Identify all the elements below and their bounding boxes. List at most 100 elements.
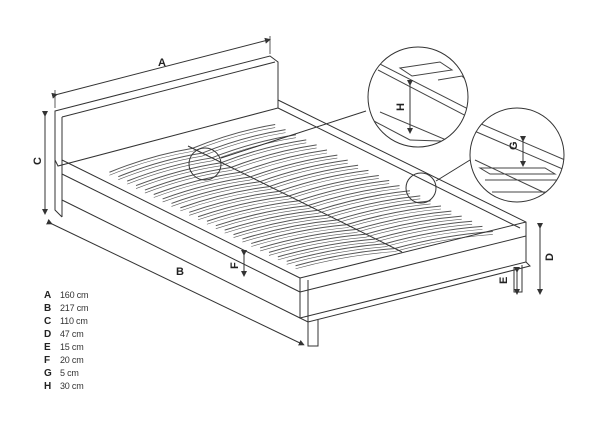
slat-edge <box>288 178 379 200</box>
slat-edge <box>197 198 289 221</box>
slat <box>126 157 212 182</box>
slat <box>326 195 421 216</box>
legend-value: 15 cm <box>60 342 84 352</box>
legend-value: 217 cm <box>60 303 89 313</box>
slat-edge <box>201 132 286 157</box>
slat-edge <box>162 179 251 203</box>
legend-row-h: H 30 cm <box>44 380 164 393</box>
slat <box>118 152 202 178</box>
slat <box>201 129 286 154</box>
slat-edge <box>153 174 241 198</box>
slat-edge <box>189 194 279 216</box>
slat <box>171 181 260 204</box>
legend-key: H <box>44 381 52 392</box>
slat-edge <box>118 155 202 180</box>
footboard <box>299 221 531 323</box>
legend-key: G <box>44 368 52 379</box>
slat <box>295 248 395 267</box>
legend-key: C <box>44 316 52 327</box>
dimension-f: F <box>229 250 247 277</box>
slat-group <box>109 124 493 270</box>
slat-edge <box>233 217 327 238</box>
slat <box>355 210 452 231</box>
dimension-d: D <box>537 223 556 295</box>
slat <box>135 162 222 187</box>
slat-edge <box>277 241 375 261</box>
slat-edge <box>384 229 483 248</box>
dimension-a: A <box>51 36 271 108</box>
slat <box>251 224 347 244</box>
slat <box>240 149 328 173</box>
slat-edge <box>295 251 395 270</box>
dim-label-h: H <box>395 103 407 111</box>
legend-row-e: E 15 cm <box>44 341 164 354</box>
detail-g-zoom: G <box>469 107 565 203</box>
slat <box>277 238 376 258</box>
slat-edge <box>355 213 452 233</box>
slat-edge <box>346 208 442 229</box>
slat <box>153 171 241 195</box>
slat-edge <box>224 213 318 234</box>
slat-edge <box>144 170 231 194</box>
slat <box>162 176 251 200</box>
legend-row-g: G 5 cm <box>44 367 164 380</box>
slat <box>269 164 359 188</box>
slat <box>259 159 348 183</box>
slat <box>249 154 338 178</box>
slat-edge <box>127 160 212 185</box>
slat <box>365 215 462 235</box>
slat-edge <box>365 218 462 238</box>
slat <box>180 186 270 209</box>
dim-label-f: F <box>229 262 241 269</box>
dimension-e: E <box>498 267 520 295</box>
legend-key: B <box>44 303 52 314</box>
detail-h-zoom: H <box>367 46 469 148</box>
legs <box>307 265 523 347</box>
slat <box>278 169 369 192</box>
slat <box>259 229 356 249</box>
slat <box>109 147 193 173</box>
legend-key: D <box>44 329 52 340</box>
slat-edge <box>249 157 338 181</box>
legend-key: A <box>44 290 52 301</box>
slat <box>230 144 317 168</box>
slat <box>307 185 400 207</box>
legend-value: 5 cm <box>60 368 79 378</box>
slat <box>268 233 366 253</box>
slat-edge <box>260 232 356 252</box>
slat <box>374 220 473 240</box>
slat-edge <box>317 193 410 214</box>
dim-label-d: D <box>544 253 556 261</box>
slat-edge <box>286 246 385 265</box>
detail-markers <box>188 110 471 204</box>
slat <box>288 174 379 197</box>
slat <box>220 139 307 164</box>
dim-label-c: C <box>32 157 44 165</box>
dim-label-b: B <box>176 266 184 278</box>
legend-row-a: A 160 cm <box>44 289 164 302</box>
slat <box>206 200 299 222</box>
slat <box>297 180 390 202</box>
slat-edge <box>221 142 307 166</box>
dimension-b: B <box>45 218 305 346</box>
slat-edge <box>230 147 317 171</box>
slat-edge <box>278 173 369 195</box>
legend-row-b: B 217 cm <box>44 302 164 315</box>
slat-edge <box>242 222 337 243</box>
slat-edge <box>307 188 400 209</box>
legend-value: 160 cm <box>60 290 89 300</box>
legend-value: 30 cm <box>60 381 84 391</box>
dim-label-a: A <box>158 57 166 69</box>
slat <box>336 200 431 221</box>
legend-key: E <box>44 342 51 353</box>
slat <box>242 219 337 240</box>
slat-edge <box>326 198 421 219</box>
dim-label-e: E <box>498 277 510 284</box>
slat-edge <box>336 203 431 224</box>
slat-edge <box>180 189 270 212</box>
legend-value: 20 cm <box>60 355 84 365</box>
